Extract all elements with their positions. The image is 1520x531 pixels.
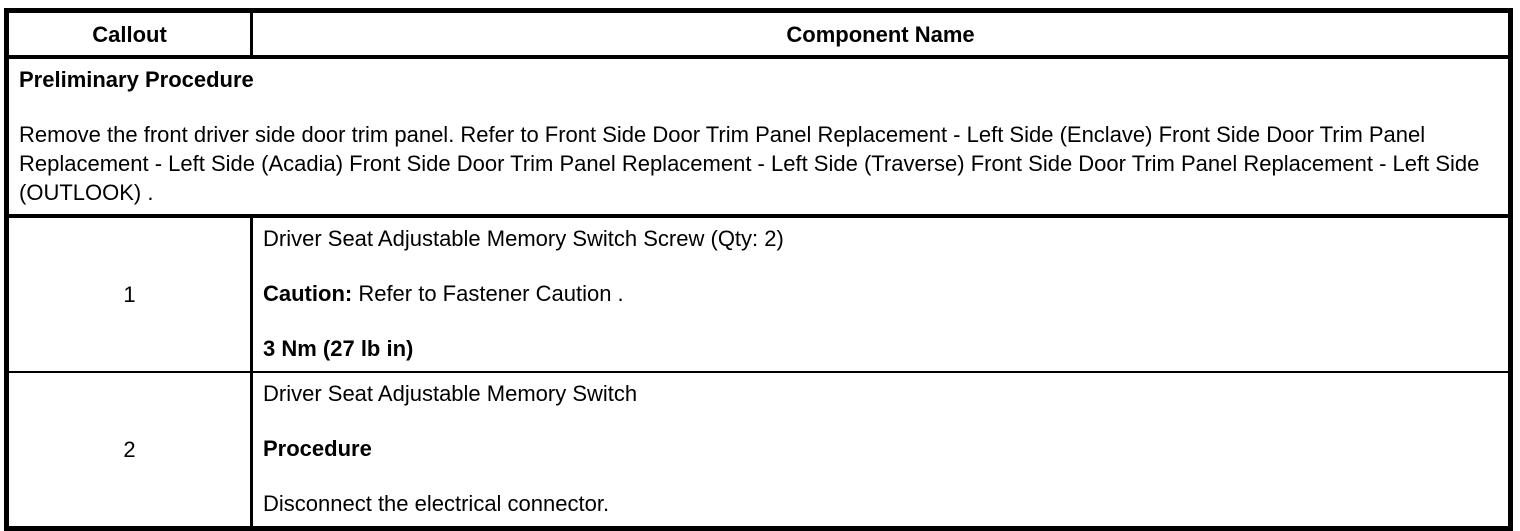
preliminary-procedure-title: Preliminary Procedure [19,67,254,92]
caution-note: Caution: Refer to Fastener Caution . [263,279,1498,308]
component-name-2: Driver Seat Adjustable Memory Switch [263,381,638,406]
torque-spec: 3 Nm (27 lb in) [263,336,414,361]
preliminary-procedure-row: Preliminary Procedure Remove the front d… [6,57,1511,218]
table-header-row: Callout Component Name [6,10,1511,59]
table-row-callout-1: 1 Driver Seat Adjustable Memory Switch S… [6,216,1511,373]
component-cell-2: Driver Seat Adjustable Memory Switch Pro… [250,372,1511,529]
callout-column-header: Callout [6,10,252,59]
callout-number-2: 2 [123,437,136,462]
procedure-label: Procedure [263,436,372,461]
caution-label: Caution: [263,281,353,306]
procedure-text: Disconnect the electrical connector. [263,491,610,516]
component-name-1: Driver Seat Adjustable Memory Switch Scr… [263,226,784,251]
callout-number-1: 1 [6,216,252,373]
caution-text: Refer to Fastener Caution . [352,281,624,306]
preliminary-procedure-cell: Preliminary Procedure Remove the front d… [6,57,1511,218]
component-cell-1: Driver Seat Adjustable Memory Switch Scr… [250,216,1511,373]
component-name-column-header: Component Name [250,10,1511,59]
preliminary-procedure-body: Remove the front driver side door trim p… [19,122,1480,205]
component-callout-table: Callout Component Name Preliminary Proce… [4,8,1513,531]
table-row-callout-2: 2 Driver Seat Adjustable Memory Switch P… [7,372,1511,529]
